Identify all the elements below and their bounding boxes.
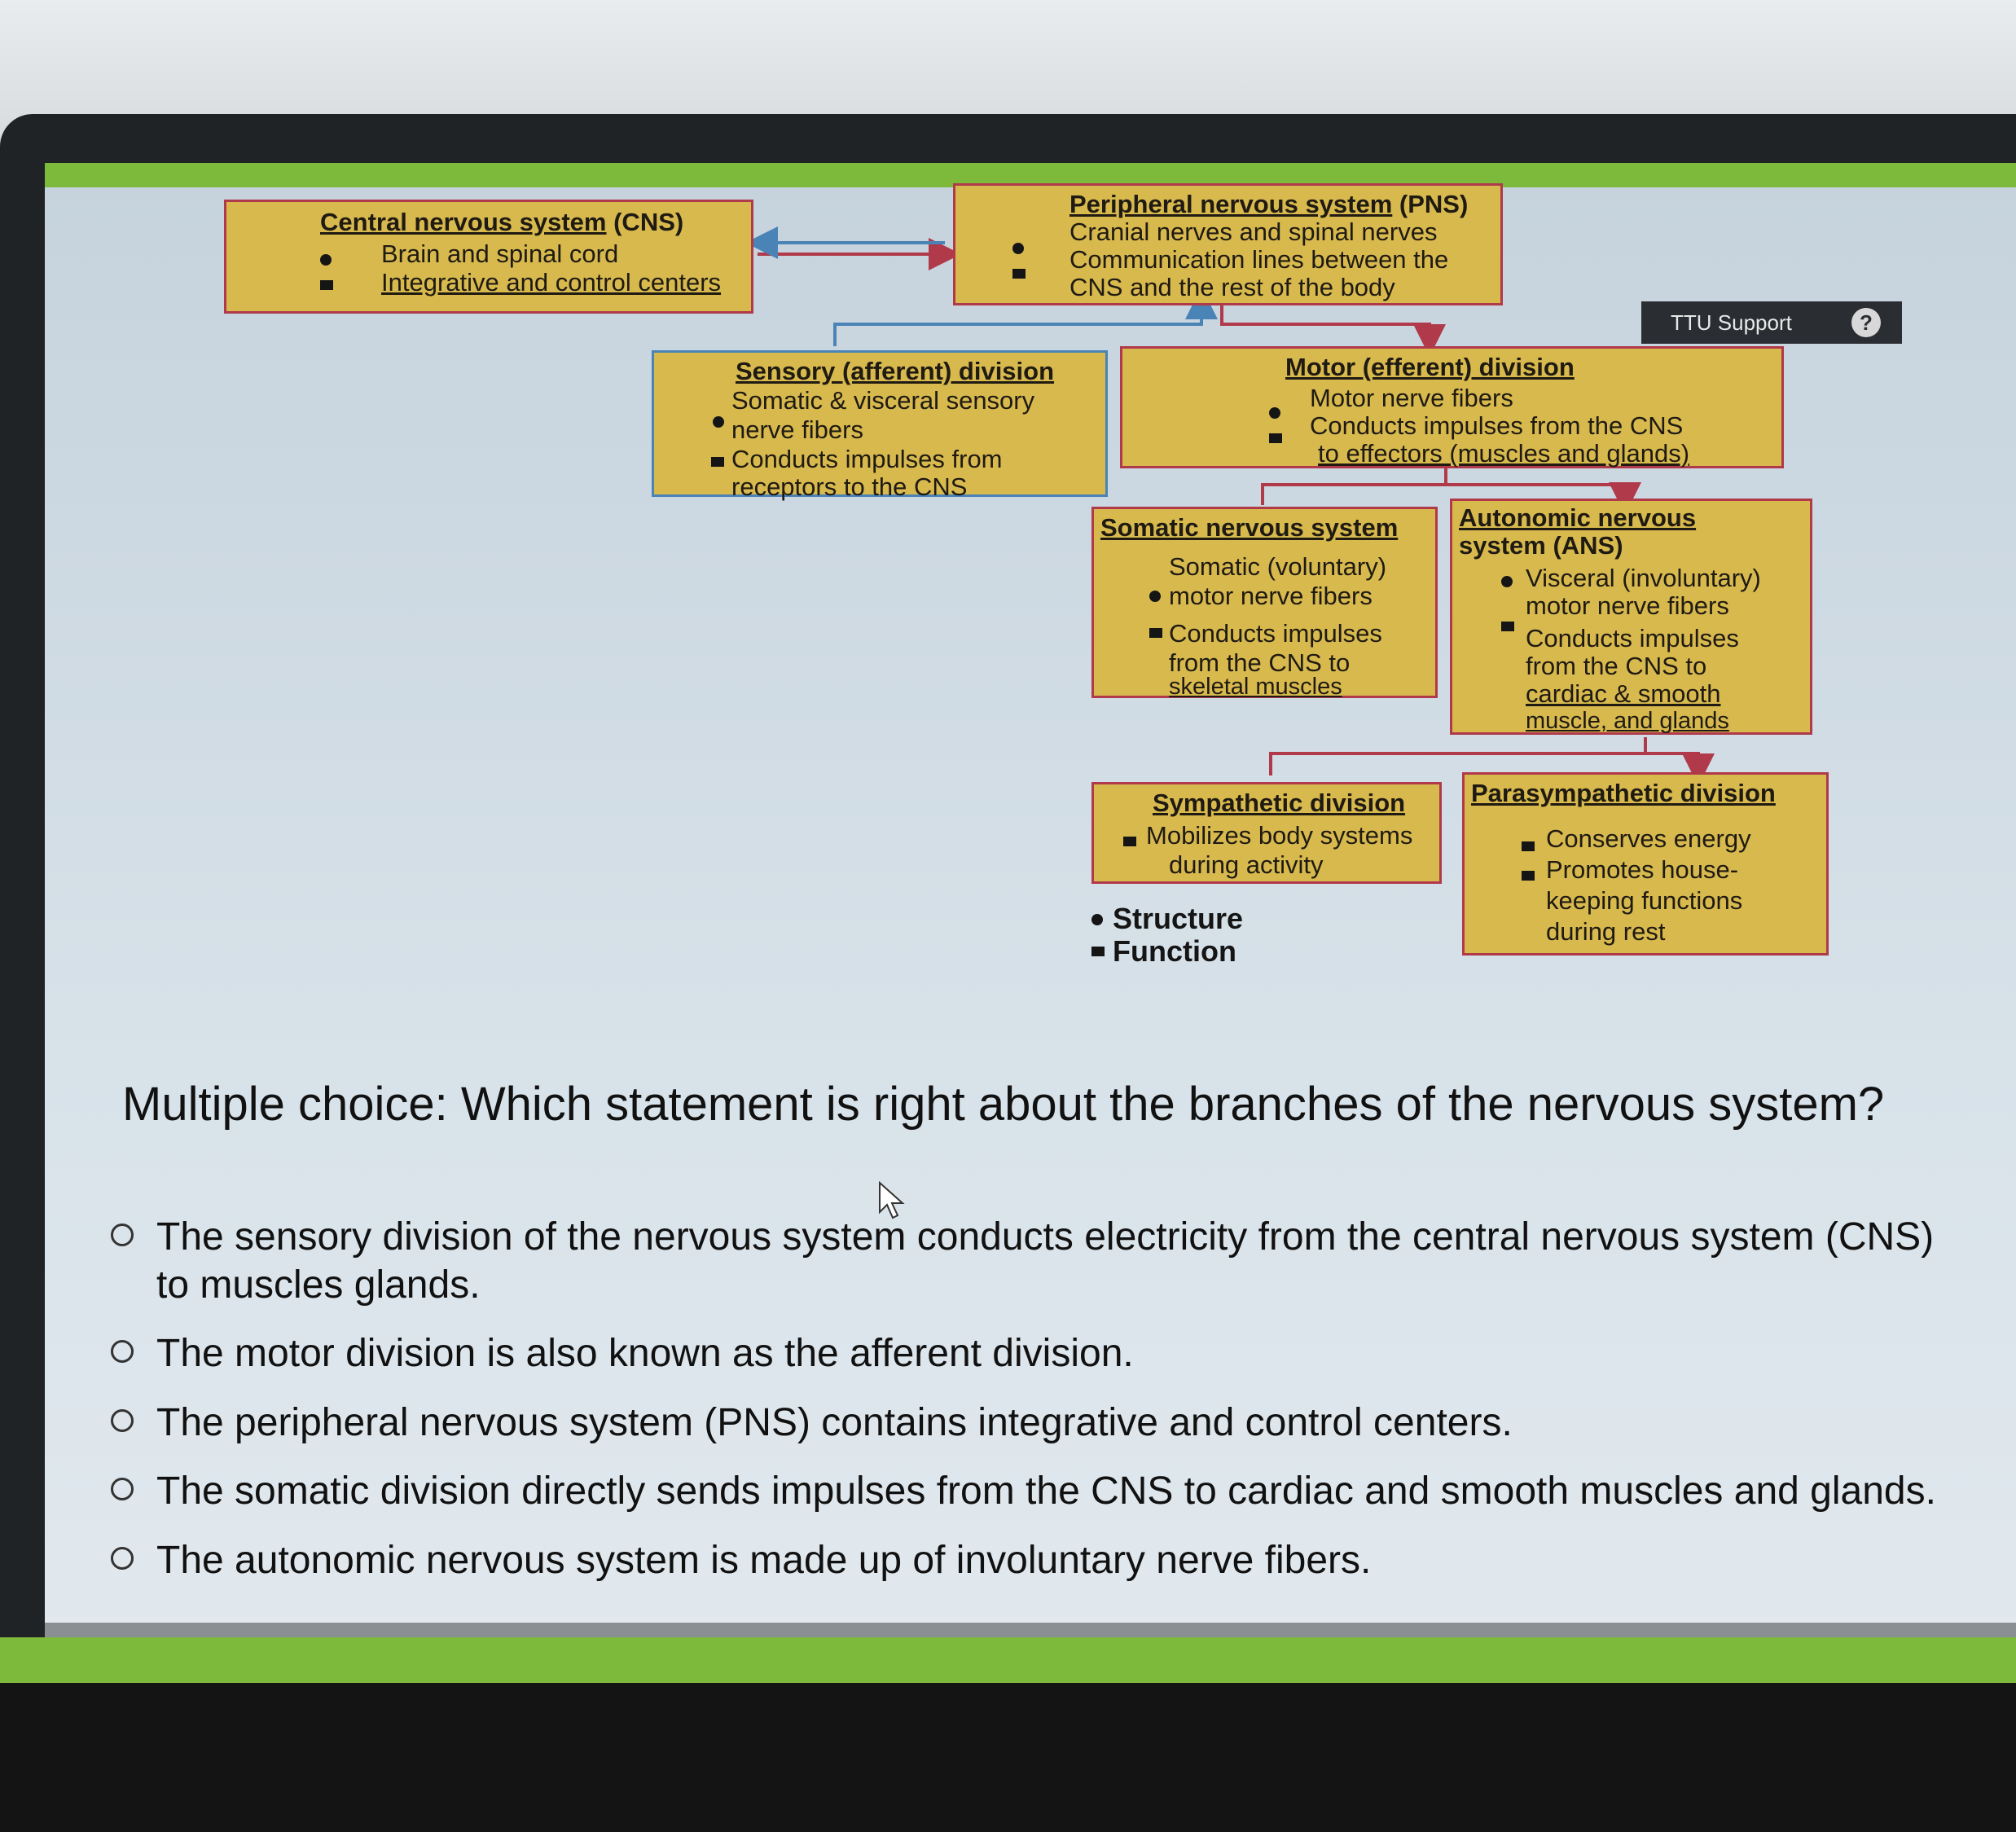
function-bullet: [320, 280, 333, 290]
structure-bullet: [713, 416, 724, 428]
parasympathetic-function1: Conserves energy: [1546, 824, 1751, 853]
sensory-function-line1: Conducts impulses from: [731, 445, 1003, 473]
parasympathetic-title: Parasympathetic division: [1471, 779, 1776, 807]
sympathetic-function-line2: during activity: [1169, 850, 1324, 879]
function-bullet: [1269, 433, 1282, 443]
structure-bullet: [320, 254, 332, 266]
pns-title: Peripheral nervous system: [1069, 190, 1393, 218]
cns-abbr: (CNS): [613, 208, 684, 236]
function-bullet: [1149, 628, 1162, 638]
question-text: Multiple choice: Which statement is righ…: [122, 1078, 1885, 1131]
sensory-function-line2: receptors to the CNS: [731, 472, 968, 501]
function-bullet: [1091, 947, 1105, 956]
radio-button-icon[interactable]: [111, 1546, 134, 1570]
autonomic-function-line1: Conducts impulses: [1526, 624, 1739, 652]
answer-option-label: The somatic division directly sends impu…: [156, 1470, 1936, 1513]
structure-bullet: [1012, 243, 1024, 254]
structure-bullet: [1149, 591, 1161, 602]
function-bullet: [1522, 871, 1535, 881]
support-label: TTU Support: [1671, 310, 1792, 335]
sympathetic-box: Sympathetic division Mobilizes body syst…: [1091, 782, 1442, 884]
sensory-structure-line2: nerve fibers: [731, 415, 863, 444]
function-bullet: [711, 457, 724, 467]
function-bullet: [1012, 269, 1026, 279]
structure-bullet: [1091, 914, 1103, 925]
motor-function-line2: to effectors (muscles and glands): [1318, 439, 1690, 468]
help-icon[interactable]: ?: [1851, 308, 1881, 337]
legend-structure: Structure: [1113, 902, 1244, 935]
structure-bullet: [1501, 576, 1513, 587]
answer-option-label: The motor division is also known as the …: [156, 1332, 1134, 1376]
support-button[interactable]: TTU Support ?: [1641, 301, 1902, 344]
pns-box: Peripheral nervous system (PNS) Cranial …: [953, 183, 1503, 305]
somatic-function-line2: from the CNS to: [1169, 648, 1351, 677]
cns-box: Central nervous system (CNS) Brain and s…: [224, 200, 753, 314]
somatic-box: Somatic nervous system Somatic (voluntar…: [1091, 507, 1438, 700]
motor-function-line1: Conducts impulses from the CNS: [1310, 411, 1684, 440]
structure-bullet: [1269, 407, 1280, 419]
radio-button-icon[interactable]: [111, 1408, 134, 1432]
sympathetic-function-line1: Mobilizes body systems: [1146, 821, 1413, 850]
function-bullet: [1123, 837, 1136, 846]
somatic-structure-line1: Somatic (voluntary): [1169, 552, 1387, 581]
parasympathetic-function2-line1: Promotes house-: [1546, 855, 1739, 884]
sensory-box: Sensory (afferent) division Somatic & vi…: [652, 350, 1108, 501]
autonomic-function-line3: cardiac & smooth: [1526, 679, 1721, 708]
sensory-to-pns-arrow: [833, 287, 1218, 346]
answer-option[interactable]: The motor division is also known as the …: [98, 1330, 1955, 1378]
pns-abbr: (PNS): [1399, 190, 1469, 218]
screen-divider: [45, 1623, 2016, 1637]
legend-function: Function: [1113, 934, 1236, 968]
motor-box: Motor (efferent) division Motor nerve fi…: [1120, 346, 1784, 468]
pns-function-line1: Communication lines between the: [1069, 245, 1449, 274]
sensory-title: Sensory (afferent) division: [736, 357, 1055, 385]
answer-option[interactable]: The somatic division directly sends impu…: [98, 1468, 1955, 1516]
cns-function: Integrative and control centers: [381, 268, 722, 297]
answer-option[interactable]: The sensory division of the nervous syst…: [98, 1214, 1955, 1309]
sympathetic-title: Sympathetic division: [1153, 789, 1406, 817]
autonomic-box: Autonomic nervous system (ANS) Visceral …: [1450, 499, 1812, 735]
somatic-structure-line2: motor nerve fibers: [1169, 582, 1373, 610]
answer-options: The sensory division of the nervous syst…: [98, 1214, 1955, 1606]
radio-button-icon[interactable]: [111, 1224, 134, 1246]
autonomic-title-line1: Autonomic nervous: [1459, 503, 1697, 532]
answer-option[interactable]: The autonomic nervous system is made up …: [98, 1537, 1955, 1585]
autonomic-function-line4: muscle, and glands: [1526, 708, 1729, 734]
motor-structure: Motor nerve fibers: [1310, 384, 1513, 412]
answer-option-label: The sensory division of the nervous syst…: [156, 1215, 1935, 1307]
motor-branch-arrows: [1261, 468, 1625, 505]
ans-branch-arrows: [1269, 737, 1698, 775]
radio-button-icon[interactable]: [111, 1478, 134, 1501]
function-bullet: [1522, 841, 1535, 851]
radio-button-icon[interactable]: [111, 1340, 134, 1364]
screen: TTU Support ? Central nervous system (CN…: [45, 163, 2016, 1768]
pns-function-line2: CNS and the rest of the body: [1069, 273, 1395, 301]
diagram-legend: Structure Function: [1091, 903, 1243, 967]
autonomic-title-line2: system (ANS): [1459, 531, 1623, 560]
somatic-title: Somatic nervous system: [1100, 513, 1399, 542]
autonomic-structure-line2: motor nerve fibers: [1526, 591, 1729, 620]
monitor-bottom-bezel: [0, 1683, 2016, 1832]
diagram-connectors: [745, 226, 2016, 1059]
bottom-accent-bar: [0, 1637, 2016, 1683]
parasympathetic-function2-line2: keeping functions: [1546, 886, 1743, 915]
parasympathetic-box: Parasympathetic division Conserves energ…: [1462, 772, 1829, 956]
function-bullet: [1501, 622, 1514, 631]
pns-to-motor-arrow: [1220, 303, 1446, 357]
somatic-function-line3: skeletal muscles: [1169, 674, 1342, 700]
motor-title: Motor (efferent) division: [1285, 353, 1575, 381]
autonomic-function-line2: from the CNS to: [1526, 652, 1707, 680]
parasympathetic-function2-line3: during rest: [1546, 917, 1666, 946]
answer-option-label: The autonomic nervous system is made up …: [156, 1538, 1372, 1582]
sensory-structure-line1: Somatic & visceral sensory: [731, 386, 1035, 415]
cns-title: Central nervous system: [320, 208, 607, 236]
answer-option-label: The peripheral nervous system (PNS) cont…: [156, 1400, 1513, 1444]
answer-option[interactable]: The peripheral nervous system (PNS) cont…: [98, 1399, 1955, 1448]
cns-structure: Brain and spinal cord: [381, 239, 619, 268]
autonomic-structure-line1: Visceral (involuntary): [1526, 564, 1761, 592]
pns-structure: Cranial nerves and spinal nerves: [1069, 217, 1438, 246]
somatic-function-line1: Conducts impulses: [1169, 619, 1382, 648]
mouse-pointer-icon: [879, 1181, 905, 1219]
